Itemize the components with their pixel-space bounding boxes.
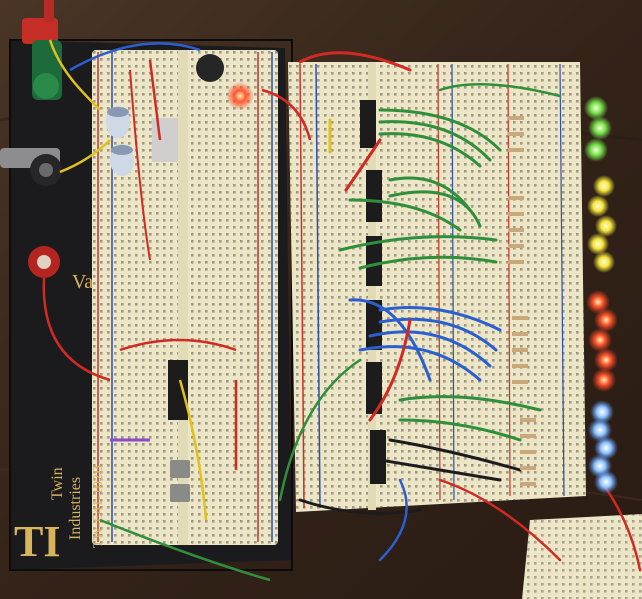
led-red: [586, 290, 610, 314]
led-yellow: [593, 251, 615, 273]
led-red: [594, 348, 618, 372]
led-red: [592, 368, 616, 392]
led-blue: [590, 400, 614, 424]
electrolytic-capacitor: [106, 106, 130, 138]
binding-post-va: [28, 246, 60, 278]
brand-logo: TI: [14, 517, 60, 566]
right-breadboard: [288, 62, 586, 512]
voltage-label: Va: [72, 271, 93, 293]
ic-chip: [366, 236, 382, 286]
brand-line1: Twin: [49, 467, 66, 500]
led-green: [584, 96, 608, 120]
led-green: [588, 116, 612, 140]
ic-chip: [366, 300, 382, 350]
ic-chip: [366, 170, 382, 222]
wire-bundle: [278, 51, 642, 572]
voltage-regulator: [152, 118, 178, 162]
buzzer: [196, 54, 224, 82]
resistor-column: [508, 116, 536, 486]
led-red: [594, 308, 618, 332]
led-yellow: [587, 195, 609, 217]
led-red-group: [586, 290, 618, 392]
push-button: [170, 484, 190, 502]
binding-post-black: [0, 148, 62, 186]
electrolytic-capacitor: [110, 144, 134, 176]
led-blue: [594, 470, 618, 494]
led-green: [584, 138, 608, 162]
led-yellow: [595, 215, 617, 237]
binding-post-red: [22, 0, 62, 100]
brand-line2: Industries: [67, 477, 84, 540]
ic-chip: [168, 360, 188, 420]
brand-logo-letters: TI: [14, 517, 60, 566]
led-green-group: [584, 96, 612, 162]
led-red-power: [226, 82, 254, 110]
led-yellow: [587, 233, 609, 255]
led-yellow-group: [587, 175, 617, 273]
ic-chip-column: [360, 100, 386, 484]
push-button: [170, 460, 190, 478]
led-red: [588, 328, 612, 352]
ic-chip: [370, 430, 386, 484]
ic-chip: [366, 362, 382, 414]
model-number: TW-E41-102B: [91, 465, 106, 548]
led-yellow: [593, 175, 615, 197]
ic-chip: [360, 100, 376, 148]
led-blue-group: [588, 400, 618, 494]
